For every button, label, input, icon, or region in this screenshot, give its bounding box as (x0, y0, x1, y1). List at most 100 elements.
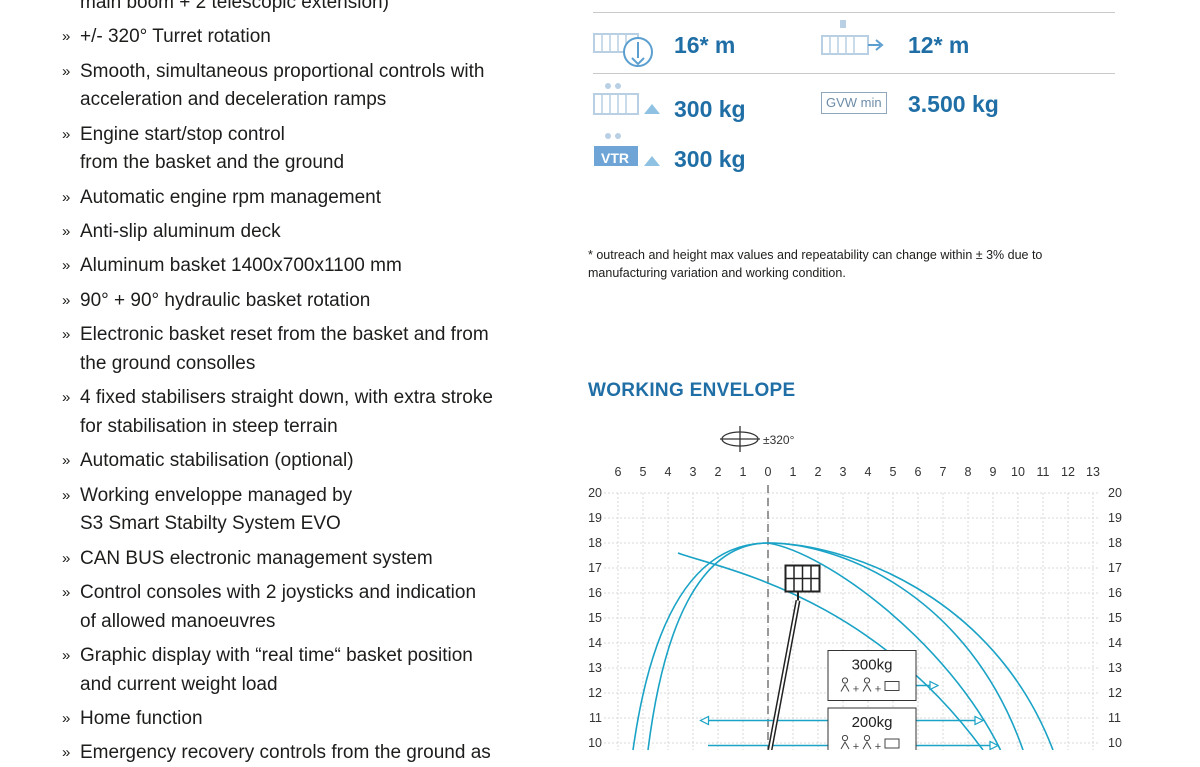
y-tick-label-right: 17 (1108, 561, 1122, 575)
person-icon (862, 683, 872, 692)
divider (593, 12, 1115, 13)
feature-text: Aluminum basket 1400x700x1100 mm (80, 255, 402, 277)
person-icon (863, 734, 871, 742)
feature-text: Automatic engine rpm management (80, 186, 381, 208)
x-tick-label: 4 (665, 465, 672, 479)
load-label: 300kg (852, 657, 893, 674)
feature-text: Graphic display with “real time“ basket … (80, 645, 473, 666)
x-tick-label: 3 (840, 465, 847, 479)
feature-text: Emergency recovery controls from the gro… (80, 742, 491, 764)
feature-text: 4 fixed stabilisers straight down, with … (80, 387, 493, 409)
bullet-icon: » (62, 28, 71, 46)
y-tick-label-right: 18 (1108, 536, 1122, 550)
footnote: * outreach and height max values and rep… (588, 248, 1043, 280)
x-tick-label: 0 (765, 465, 772, 479)
load-box (827, 650, 917, 701)
bullet-icon: » (62, 389, 71, 407)
vtr-capacity-value: 300 kg (674, 146, 746, 172)
x-tick-label: 13 (1086, 465, 1100, 479)
y-tick-label-left: 10 (588, 736, 602, 750)
plus-icon: + (875, 684, 881, 696)
load-label: 200kg (852, 714, 893, 731)
tools-icon (884, 738, 900, 749)
tools-icon (884, 681, 900, 691)
x-tick-label: 11 (1037, 465, 1050, 479)
feature-text: acceleration and deceleration ramps (80, 89, 387, 111)
x-tick-label: 5 (640, 465, 647, 479)
outreach-icon (821, 20, 884, 55)
feature-text: S3 Smart Stabilty System EVO (80, 513, 341, 535)
envelope-curve (677, 552, 984, 750)
bullet-icon: » (62, 257, 71, 275)
person-icon (862, 740, 872, 750)
y-tick-label-left: 14 (588, 636, 602, 650)
y-tick-label-right: 10 (1108, 736, 1122, 750)
working-height-value: 16* m (674, 32, 736, 58)
bullet-icon: » (62, 223, 71, 241)
feature-text: Control consoles with 2 joysticks and in… (80, 581, 477, 603)
feature-text: the ground consolles (80, 352, 256, 374)
x-tick-label: 9 (990, 465, 997, 479)
y-tick-label-right: 15 (1108, 611, 1122, 625)
envelope-curve (647, 542, 769, 750)
bullet-icon: » (62, 291, 71, 309)
y-tick-label-left: 13 (588, 661, 602, 675)
feature-text: Working enveloppe managed by (80, 484, 353, 506)
person-icon (841, 734, 849, 742)
capacity-value: 300 kg (674, 96, 746, 122)
arrow-left-icon (699, 715, 710, 726)
y-tick-label-left: 15 (588, 611, 602, 625)
y-tick-label-left: 12 (588, 686, 602, 700)
x-tick-label: 6 (615, 465, 622, 479)
y-tick-label-right: 16 (1108, 586, 1122, 600)
capacity-icon (593, 83, 660, 115)
y-tick-label-right: 19 (1108, 511, 1122, 525)
boom-inner (769, 600, 799, 750)
plus-icon: + (875, 741, 881, 750)
feature-text: +/- 320° Turret rotation (80, 26, 271, 48)
vtr-label: VTR (601, 150, 629, 166)
y-tick-label-right: 12 (1108, 686, 1122, 700)
x-tick-label: 1 (790, 465, 797, 479)
x-tick-label: 4 (865, 465, 872, 479)
bullet-icon: » (62, 125, 71, 143)
y-tick-label-right: 20 (1108, 486, 1122, 500)
arrow-right-icon (974, 715, 985, 726)
plus-icon: + (853, 684, 859, 696)
envelope-curve (767, 542, 1024, 750)
x-tick-label: 10 (1011, 465, 1025, 479)
bullet-icon: » (62, 549, 71, 567)
bullet-icon: » (62, 710, 71, 728)
y-tick-label-right: 11 (1108, 711, 1121, 725)
feature-text: Home function (80, 708, 203, 730)
bullet-icon: » (62, 647, 71, 664)
x-tick-label: 8 (965, 465, 972, 479)
x-tick-label: 2 (815, 465, 822, 479)
person-icon (840, 740, 850, 750)
feature-text: of allowed manoeuvres (80, 610, 276, 632)
person-icon (863, 677, 871, 684)
x-tick-label: 5 (890, 465, 897, 479)
bullet-icon: » (62, 452, 71, 470)
y-tick-label-right: 14 (1108, 636, 1122, 650)
x-tick-label: 2 (715, 465, 722, 479)
y-tick-label-left: 11 (589, 711, 602, 725)
envelope-curve (632, 542, 769, 750)
feature-text: for stabilisation in steep terrain (80, 415, 338, 437)
y-tick-label-left: 18 (588, 536, 602, 550)
y-tick-label-left: 16 (588, 586, 602, 600)
feature-text: CAN BUS electronic management system (80, 547, 433, 569)
features-column: main boom + 2 telescopic extension) » +/- … (0, 0, 560, 763)
bullet-icon: » (62, 583, 71, 601)
divider (593, 73, 1115, 74)
feature-text: from the basket and the ground (80, 152, 345, 174)
feature-text: Smooth, simultaneous proportional contro… (80, 60, 485, 82)
feature-text: main boom + 2 telescopic extension) (80, 0, 389, 13)
bullet-icon: » (62, 486, 71, 504)
rotation-label: ±320° (763, 433, 795, 447)
envelope-curve (767, 542, 1002, 750)
x-tick-label: 3 (690, 465, 697, 479)
gvw-label: GVW min (821, 92, 887, 114)
feature-text: and current weight load (80, 673, 278, 695)
